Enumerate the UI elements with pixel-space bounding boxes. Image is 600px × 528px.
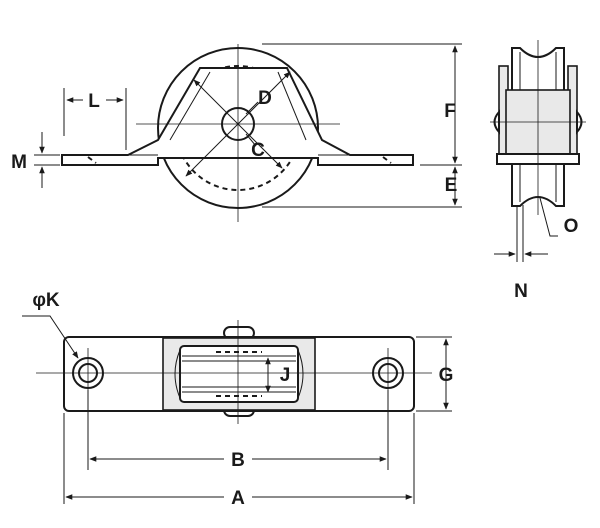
leader-D	[245, 101, 259, 115]
label-D: D	[258, 88, 272, 109]
label-F: F	[444, 101, 456, 122]
flange-hole-hidden	[382, 156, 392, 164]
dimension-line-C	[185, 71, 291, 177]
label-L: L	[88, 91, 100, 112]
label-K: φK	[32, 290, 60, 311]
leader-K	[22, 315, 79, 359]
side-view	[490, 40, 586, 262]
label-O: O	[564, 216, 579, 237]
plan-view	[22, 315, 452, 504]
front-view	[34, 43, 462, 222]
label-N: N	[514, 281, 528, 302]
label-E: E	[445, 175, 458, 196]
label-G: G	[439, 365, 454, 386]
label-A: A	[231, 488, 245, 509]
flange-hole-hidden	[87, 156, 97, 164]
label-C: C	[251, 140, 265, 161]
label-J: J	[280, 365, 291, 386]
leader-O	[539, 197, 558, 237]
plan-wheel-curve	[297, 349, 304, 399]
label-M: M	[11, 152, 27, 173]
leader-C	[245, 133, 257, 147]
plan-wheel-curve	[174, 349, 181, 399]
label-B: B	[231, 450, 245, 471]
